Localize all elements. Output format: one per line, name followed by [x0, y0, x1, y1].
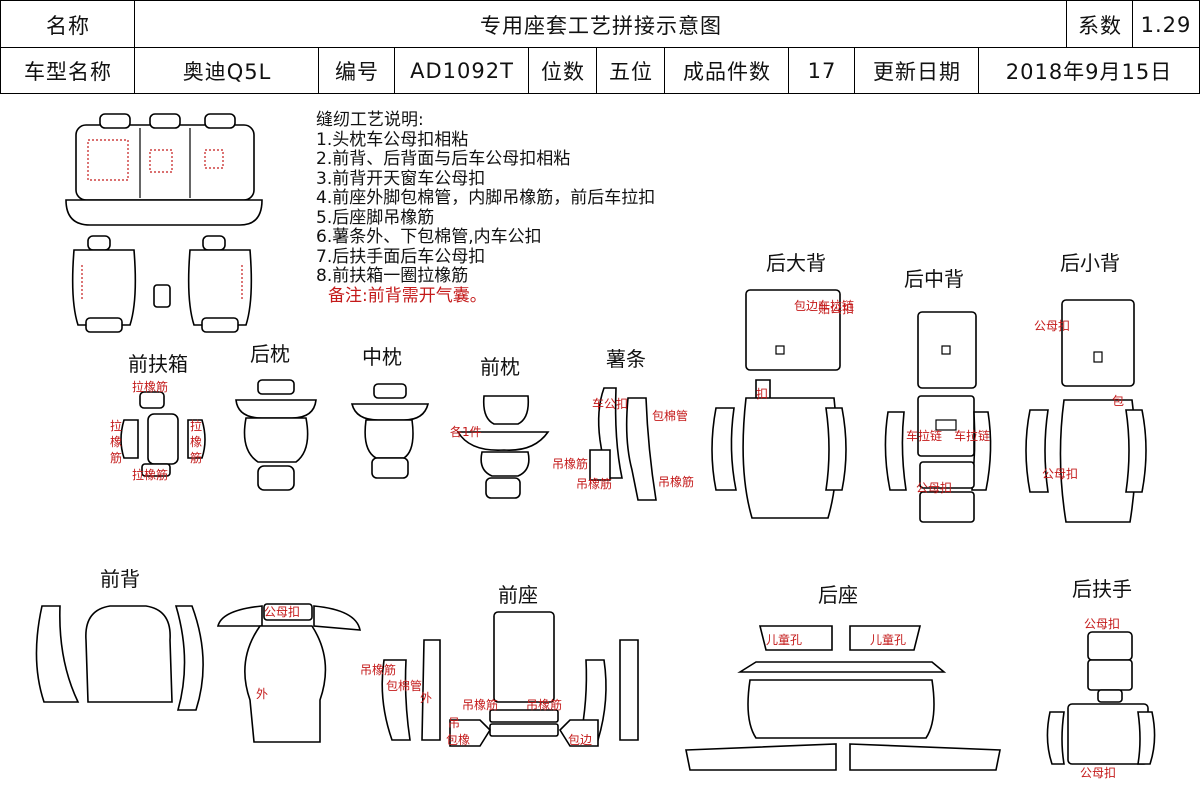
note-car-zip: 车拉链 [954, 428, 990, 443]
note-buckle: 扣 [756, 387, 768, 401]
model-label: 车型名称 [0, 47, 136, 94]
note-outer: 外 [256, 687, 268, 701]
note-each-one: 各1件 [450, 424, 482, 439]
note-snap-buckle: 公母扣 [264, 605, 300, 619]
piece-rear-pillow [235, 379, 317, 491]
piece-rear-armrest [1046, 631, 1156, 765]
note-item: 4.前座外脚包棉管，内脚吊橡筋，前后车拉扣 [316, 188, 656, 208]
piece-front-pillow [456, 395, 550, 499]
code-label: 编号 [318, 47, 396, 94]
note-item: 1.头枕车公母扣相粘 [316, 129, 469, 150]
note-snap-buckle: 公母扣 [1034, 319, 1070, 333]
piece-rear-seat [685, 625, 1001, 771]
note-item: 2.前背、后背面与后车公母扣相粘 [316, 149, 571, 169]
note-snap-buckle: 公母扣 [916, 481, 952, 495]
label-front-armbox: 前扶箱 [128, 352, 188, 376]
pieces-label: 成品件数 [664, 47, 790, 94]
piece-mid-pillow [350, 383, 430, 479]
note-child-hole: 儿童孔 [766, 632, 802, 647]
label-rear-pillow: 后枕 [250, 342, 290, 366]
note-pull: 拉 [110, 418, 122, 433]
note-snap-buckle: 公母扣 [1042, 467, 1078, 481]
label-front-back: 前背 [100, 567, 140, 591]
label-front-seat: 前座 [498, 583, 538, 607]
note-hang-elastic: 吊橡筋 [462, 697, 498, 712]
overview-front-seats [71, 235, 253, 333]
note-elastic: 橡 [110, 435, 122, 449]
model-value: 奥迪Q5L [134, 47, 320, 94]
note-wrap-edge-zip: 包边车拉链 [794, 298, 854, 313]
piece-rear-small-back [1025, 299, 1147, 523]
note-wrap-cotton: 包棉管 [652, 408, 688, 423]
note-pull-elastic: 拉橡筋 [132, 467, 168, 482]
note-item: 8.前扶箱一圈拉橡筋 [316, 266, 469, 286]
note-snap-buckle: 公母扣 [1084, 617, 1120, 631]
note-hang-elastic: 吊橡筋 [552, 456, 588, 471]
piece-front-armbox [120, 391, 206, 477]
pattern-drawing: 前扶箱 拉橡筋 拉 橡 筋 拉 橡 筋 拉橡筋 后枕 中枕 前枕 各1件 薯条 [35, 113, 1156, 780]
note-car-zip: 车拉链 [906, 428, 942, 443]
note-item: 5.后座脚吊橡筋 [316, 207, 435, 228]
date-value: 2018年9月15日 [978, 47, 1200, 94]
name-label: 名称 [0, 0, 136, 49]
note-tendon: 筋 [190, 450, 202, 465]
header-table: 名称 专用座套工艺拼接示意图 系数 1.29 车型名称 奥迪Q5L 编号 AD1… [0, 0, 1200, 94]
label-rear-mid-back: 后中背 [904, 267, 964, 291]
piece-strip [589, 387, 657, 501]
seats-label: 位数 [528, 47, 598, 94]
seats-value: 五位 [596, 47, 666, 94]
piece-front-back-inner [216, 603, 361, 743]
note-hang-elastic: 吊橡筋 [526, 697, 562, 712]
coef-label: 系数 [1066, 0, 1134, 49]
coef-value: 1.29 [1132, 0, 1200, 49]
note-snap-buckle: 公母扣 [1080, 766, 1116, 780]
note-hang-elastic: 吊橡筋 [360, 662, 396, 677]
note-pull-elastic: 拉橡筋 [132, 379, 168, 394]
note-tendon: 筋 [110, 450, 122, 465]
note-outer: 外 [420, 691, 432, 705]
note-hang: 吊 [448, 716, 460, 730]
note-wrap: 包 [1112, 394, 1124, 408]
notes-remark: 备注:前背需开气囊。 [328, 285, 487, 306]
piece-rear-mid-back [884, 311, 992, 523]
note-item: 7.后扶手面后车公母扣 [316, 246, 486, 267]
label-strip: 薯条 [606, 347, 646, 371]
piece-rear-big-back [711, 289, 847, 519]
note-item: 6.薯条外、下包棉管,内车公扣 [316, 227, 542, 247]
piece-front-back [35, 605, 204, 711]
sewing-notes: 缝纫工艺说明: 1.头枕车公母扣相粘 2.前背、后背面与后车公母扣相粘 3.前背… [316, 110, 656, 306]
overview-rear-bench [65, 113, 263, 226]
label-mid-pillow: 中枕 [362, 345, 402, 369]
note-wrap-zip: 包边 [568, 733, 592, 747]
note-wrap-cotton: 包棉管 [386, 678, 422, 693]
note-stick-buckle: 贴公扣 [818, 302, 854, 316]
notes-heading: 缝纫工艺说明: [316, 110, 424, 130]
note-hang-elastic: 吊橡筋 [658, 474, 694, 489]
diagram-title: 专用座套工艺拼接示意图 [134, 0, 1068, 49]
note-item: 3.前背开天窗车公母扣 [316, 168, 486, 189]
label-rear-small-back: 后小背 [1060, 251, 1120, 275]
label-rear-seat: 后座 [818, 583, 858, 607]
note-hang-elastic: 吊橡筋 [576, 476, 612, 491]
label-rear-big-back: 后大背 [766, 251, 826, 275]
date-label: 更新日期 [854, 47, 980, 94]
note-pull: 拉 [190, 418, 202, 433]
piece-front-seat [381, 611, 639, 747]
note-car-buckle: 车公扣 [592, 396, 628, 411]
code-value: AD1092T [394, 47, 530, 94]
note-wrap-rubber: 包橡 [446, 733, 470, 747]
label-front-pillow: 前枕 [480, 355, 520, 379]
label-rear-armrest: 后扶手 [1072, 577, 1132, 601]
note-elastic: 橡 [190, 435, 202, 449]
note-child-hole: 儿童孔 [870, 632, 906, 647]
pieces-value: 17 [788, 47, 856, 94]
